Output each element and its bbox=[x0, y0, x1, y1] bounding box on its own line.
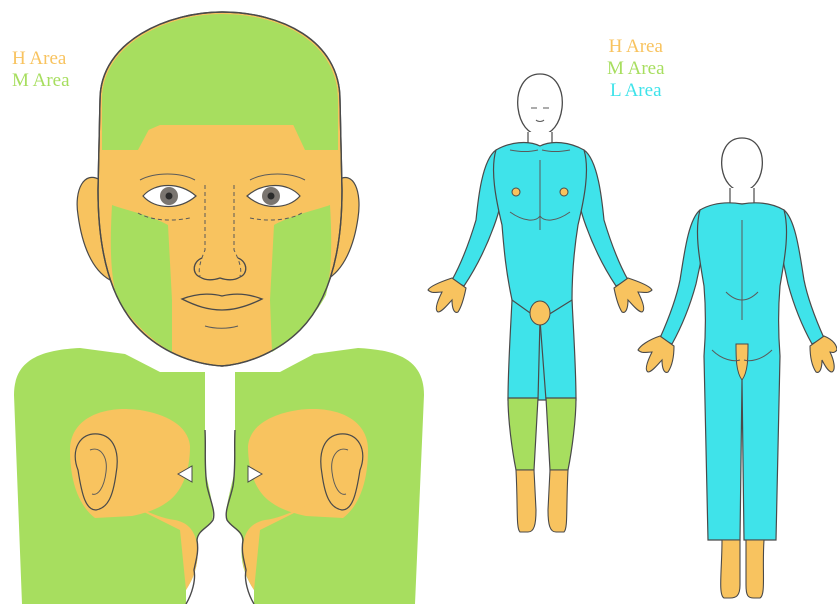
legend-body: H Area M Area L Area bbox=[607, 36, 665, 102]
front-left-foot bbox=[516, 470, 536, 532]
profile-left bbox=[14, 348, 214, 604]
front-right-nipple bbox=[560, 188, 568, 196]
body-front bbox=[428, 74, 652, 532]
back-left-foot bbox=[721, 540, 740, 598]
legend-face-m-area: M Area bbox=[12, 70, 70, 92]
back-right-foot bbox=[746, 540, 764, 598]
legend-face-h-area: H Area bbox=[12, 48, 70, 70]
front-right-foot bbox=[548, 470, 568, 532]
front-left-nipple bbox=[512, 188, 520, 196]
front-right-shin-m-area bbox=[546, 398, 576, 470]
legend-face: H Area M Area bbox=[12, 48, 70, 92]
legend-body-m-area: M Area bbox=[607, 58, 665, 80]
front-face bbox=[77, 12, 359, 366]
body-back bbox=[638, 138, 837, 598]
front-groin-h-area bbox=[530, 301, 550, 325]
profile-right bbox=[226, 348, 424, 604]
legend-body-h-area: H Area bbox=[607, 36, 665, 58]
front-body-head bbox=[518, 74, 563, 136]
legend-body-l-area: L Area bbox=[607, 80, 665, 102]
front-left-shin-m-area bbox=[508, 398, 538, 470]
back-body-head bbox=[722, 138, 763, 192]
